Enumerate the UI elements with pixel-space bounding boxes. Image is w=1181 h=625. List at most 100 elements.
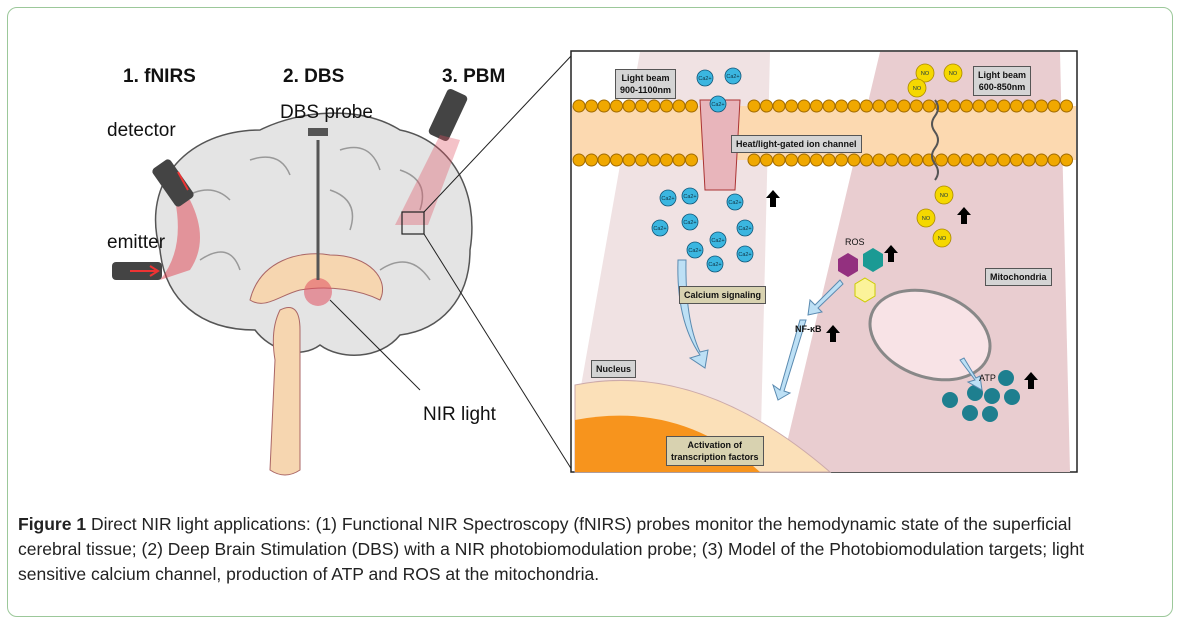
lipid-head: [960, 99, 973, 113]
calcium-ion-label: Ca2+: [711, 238, 724, 244]
lipid-head: [997, 99, 1011, 113]
lipid-head: [935, 153, 948, 167]
lipid-head: [822, 99, 836, 113]
calcium-ion-label: Ca2+: [738, 226, 751, 232]
dbs-title: 2. DBS: [283, 66, 345, 87]
lipid-head: [622, 153, 636, 167]
lipid-head: [672, 99, 686, 113]
lipid-head: [1035, 99, 1048, 113]
lipid-head: [897, 99, 911, 113]
lipid-head: [1010, 99, 1023, 113]
caption-text: Direct NIR light applications: (1) Funct…: [18, 514, 1085, 584]
calcium-signaling-label: Calcium signaling: [679, 286, 767, 304]
light-beam-1-range: 900-1100nm: [620, 85, 672, 95]
lipid-head: [972, 99, 986, 113]
lipid-head: [685, 153, 698, 167]
emitter-label: emitter: [107, 232, 166, 253]
ros-label: ROS: [845, 237, 865, 247]
lipid-head: [1022, 99, 1036, 113]
lipid-head: [947, 153, 961, 167]
lipid-head: [647, 153, 661, 167]
no-molecule-label: NO: [913, 86, 922, 92]
calcium-ion-label: Ca2+: [688, 248, 701, 254]
lipid-head: [772, 153, 786, 167]
lipid-head: [572, 99, 586, 113]
lipid-head: [1047, 99, 1061, 113]
no-molecule-label: NO: [922, 216, 931, 222]
lipid-head: [860, 99, 873, 113]
brain-illustration: [112, 54, 573, 476]
lipid-head: [622, 99, 636, 113]
light-beam-2-range: 600-850nm: [978, 82, 1026, 92]
lipid-head: [810, 99, 823, 113]
cellular-detail-panel: Ca2+ Ca2+ Ca2+ Ca2+ Ca2+ Ca2+ Ca2+ Ca2+ Ca2+ Ca2+…: [570, 50, 1078, 473]
lipid-head: [922, 99, 936, 113]
lipid-head: [872, 153, 886, 167]
nfkb-label: NF-κB: [795, 324, 822, 334]
lipid-head: [1022, 153, 1036, 167]
lipid-head: [985, 99, 998, 113]
lipid-head: [885, 153, 898, 167]
lipid-head: [647, 99, 661, 113]
lipid-head: [760, 153, 773, 167]
figure-frame: [7, 7, 1173, 617]
lipid-head: [1060, 99, 1073, 113]
calcium-ion-label: Ca2+: [738, 252, 751, 258]
lipid-head: [1060, 153, 1073, 167]
lipid-head: [822, 153, 836, 167]
lipid-head: [985, 153, 998, 167]
light-beam-1-line: Light beam: [621, 73, 670, 83]
lipid-head: [847, 99, 861, 113]
lipid-head: [610, 153, 623, 167]
lipid-head: [572, 153, 586, 167]
lipid-head: [797, 153, 811, 167]
lipid-head: [797, 99, 811, 113]
lipid-head: [910, 99, 923, 113]
calcium-ion-label: Ca2+: [708, 262, 721, 268]
lipid-head: [660, 153, 673, 167]
calcium-ion-label: Ca2+: [683, 194, 696, 200]
lipid-head: [597, 153, 611, 167]
calcium-ion-label: Ca2+: [698, 76, 711, 82]
nir-light-label: NIR light: [423, 404, 496, 425]
lipid-head: [785, 153, 798, 167]
light-beam-2-line: Light beam: [978, 70, 1027, 80]
activation-line-1: Activation of: [687, 440, 743, 450]
lipid-head: [772, 99, 786, 113]
lipid-head: [635, 99, 648, 113]
nucleus-label: Nucleus: [591, 360, 637, 378]
lipid-head: [685, 99, 698, 113]
figure-caption: Figure 1 Direct NIR light applications: …: [18, 512, 1138, 587]
lipid-head: [860, 153, 873, 167]
calcium-ion-label: Ca2+: [711, 102, 724, 108]
calcium-ion-label: Ca2+: [653, 226, 666, 232]
no-molecule-label: NO: [940, 193, 949, 199]
lipid-head: [885, 99, 898, 113]
calcium-ion-label: Ca2+: [661, 196, 674, 202]
lipid-head: [585, 99, 598, 113]
ion-channel-label: Heat/light-gated ion channel: [731, 135, 862, 153]
lipid-head: [610, 99, 623, 113]
calcium-ion-label: Ca2+: [683, 220, 696, 226]
lipid-head: [847, 153, 861, 167]
lipid-head: [747, 153, 761, 167]
lipid-head: [747, 99, 761, 113]
lipid-head: [810, 153, 823, 167]
lipid-head: [635, 153, 648, 167]
lipid-head: [835, 153, 848, 167]
caption-label: Figure 1: [18, 514, 87, 534]
lipid-head: [910, 153, 923, 167]
lipid-head: [997, 153, 1011, 167]
calcium-ion-label: Ca2+: [726, 74, 739, 80]
lipid-head: [1047, 153, 1061, 167]
light-beam-2-label: Light beam 600-850nm: [973, 66, 1032, 96]
lipid-head: [672, 153, 686, 167]
lipid-head: [1035, 153, 1048, 167]
lipid-head: [947, 99, 961, 113]
lipid-head: [660, 99, 673, 113]
lipid-head: [585, 153, 598, 167]
lipid-head: [1010, 153, 1023, 167]
mitochondria-label: Mitochondria: [985, 268, 1052, 286]
